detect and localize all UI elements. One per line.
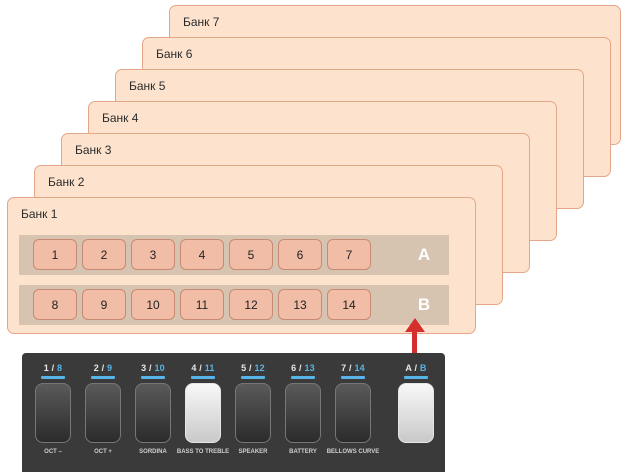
bank-cell[interactable]: 5 — [229, 239, 273, 270]
bank-1: Банк 1 1 2 3 4 5 6 7 A 8 9 10 11 12 13 1… — [7, 197, 476, 334]
bank-cell[interactable]: 11 — [180, 289, 224, 320]
bank-cell[interactable]: 4 — [180, 239, 224, 270]
bank-label: Банк 7 — [183, 15, 220, 29]
indicator-bar — [241, 376, 265, 379]
switch-number-a: 3 — [141, 363, 147, 373]
bank-cell[interactable]: 14 — [327, 289, 371, 320]
switch-3[interactable]: 3 / 10 SORDINA — [131, 353, 175, 472]
bank-label: Банк 5 — [129, 79, 166, 93]
toggle-switch[interactable] — [85, 383, 121, 443]
switch-number-b: B — [419, 363, 427, 373]
indicator-bar — [291, 376, 315, 379]
row-letter-a: A — [417, 245, 431, 264]
switch-function: OCT – — [44, 449, 62, 455]
switch-function: BASS TO TREBLE — [176, 449, 230, 455]
switch-4[interactable]: 4 / 11 BASS TO TREBLE — [176, 363, 230, 455]
toggle-switch[interactable] — [185, 383, 221, 443]
switch-number-b: 10 — [154, 363, 165, 373]
bank-cell[interactable]: 13 — [278, 289, 322, 320]
switch-number-b: 13 — [304, 363, 315, 373]
bank-label: Банк 2 — [48, 175, 85, 189]
bank-label: Банк 1 — [21, 207, 58, 221]
indicator-bar — [41, 376, 65, 379]
indicator-bar — [91, 376, 115, 379]
switch-ab[interactable]: A / B — [394, 353, 438, 472]
switch-5[interactable]: 5 / 12 SPEAKER — [231, 353, 275, 472]
up-arrow-stem — [412, 332, 417, 360]
switch-number-a: 2 — [93, 363, 99, 373]
toggle-switch[interactable] — [35, 383, 71, 443]
row-letter-b: B — [417, 295, 431, 314]
switch-number-a: 4 — [191, 363, 197, 373]
switch-1[interactable]: 1 / 8 OCT – — [31, 353, 75, 472]
switch-function: BATTERY — [289, 449, 317, 455]
bank-label: Банк 3 — [75, 143, 112, 157]
bank-cell[interactable]: 8 — [33, 289, 77, 320]
switch-6[interactable]: 6 / 13 BATTERY — [281, 353, 325, 472]
bank-label: Банк 6 — [156, 47, 193, 61]
switch-number-b: 14 — [354, 363, 365, 373]
switch-function: SORDINA — [139, 449, 167, 455]
bank-cell[interactable]: 3 — [131, 239, 175, 270]
bank-cell[interactable]: 6 — [278, 239, 322, 270]
switch-number-b: 9 — [107, 363, 113, 373]
switch-number-a: 1 — [43, 363, 49, 373]
switch-7[interactable]: 7 / 14 BELLOWS CURVE — [326, 363, 380, 455]
toggle-switch[interactable] — [235, 383, 271, 443]
bank-cell[interactable]: 10 — [131, 289, 175, 320]
switch-panel: 1 / 8 OCT – 2 / 9 OCT + 3 / 10 SORDINA 4… — [22, 353, 445, 472]
bank-cell[interactable]: 12 — [229, 289, 273, 320]
bank-cell[interactable]: 1 — [33, 239, 77, 270]
toggle-switch[interactable] — [335, 383, 371, 443]
switch-number-a: 6 — [291, 363, 297, 373]
switch-function: SPEAKER — [238, 449, 268, 455]
switch-number-b: 8 — [57, 363, 63, 373]
switch-function: OCT + — [94, 449, 112, 455]
indicator-bar — [191, 376, 215, 379]
row-a: 1 2 3 4 5 6 7 A — [19, 235, 449, 275]
bank-label: Банк 4 — [102, 111, 139, 125]
switch-number-b: 11 — [204, 363, 215, 373]
bank-cell[interactable]: 7 — [327, 239, 371, 270]
toggle-switch[interactable] — [398, 383, 434, 443]
row-b: 8 9 10 11 12 13 14 B — [19, 285, 449, 325]
switch-2[interactable]: 2 / 9 OCT + — [81, 353, 125, 472]
bank-cell[interactable]: 9 — [82, 289, 126, 320]
indicator-bar — [341, 376, 365, 379]
indicator-bar — [141, 376, 165, 379]
toggle-switch[interactable] — [285, 383, 321, 443]
indicator-bar — [404, 376, 428, 379]
switch-number-a: 7 — [341, 363, 347, 373]
bank-cell[interactable]: 2 — [82, 239, 126, 270]
switch-number-a: 5 — [241, 363, 247, 373]
toggle-switch[interactable] — [135, 383, 171, 443]
switch-function: BELLOWS CURVE — [326, 449, 380, 455]
up-arrow-icon — [405, 318, 425, 332]
switch-number-a: A — [405, 363, 412, 373]
switch-number-b: 12 — [254, 363, 265, 373]
